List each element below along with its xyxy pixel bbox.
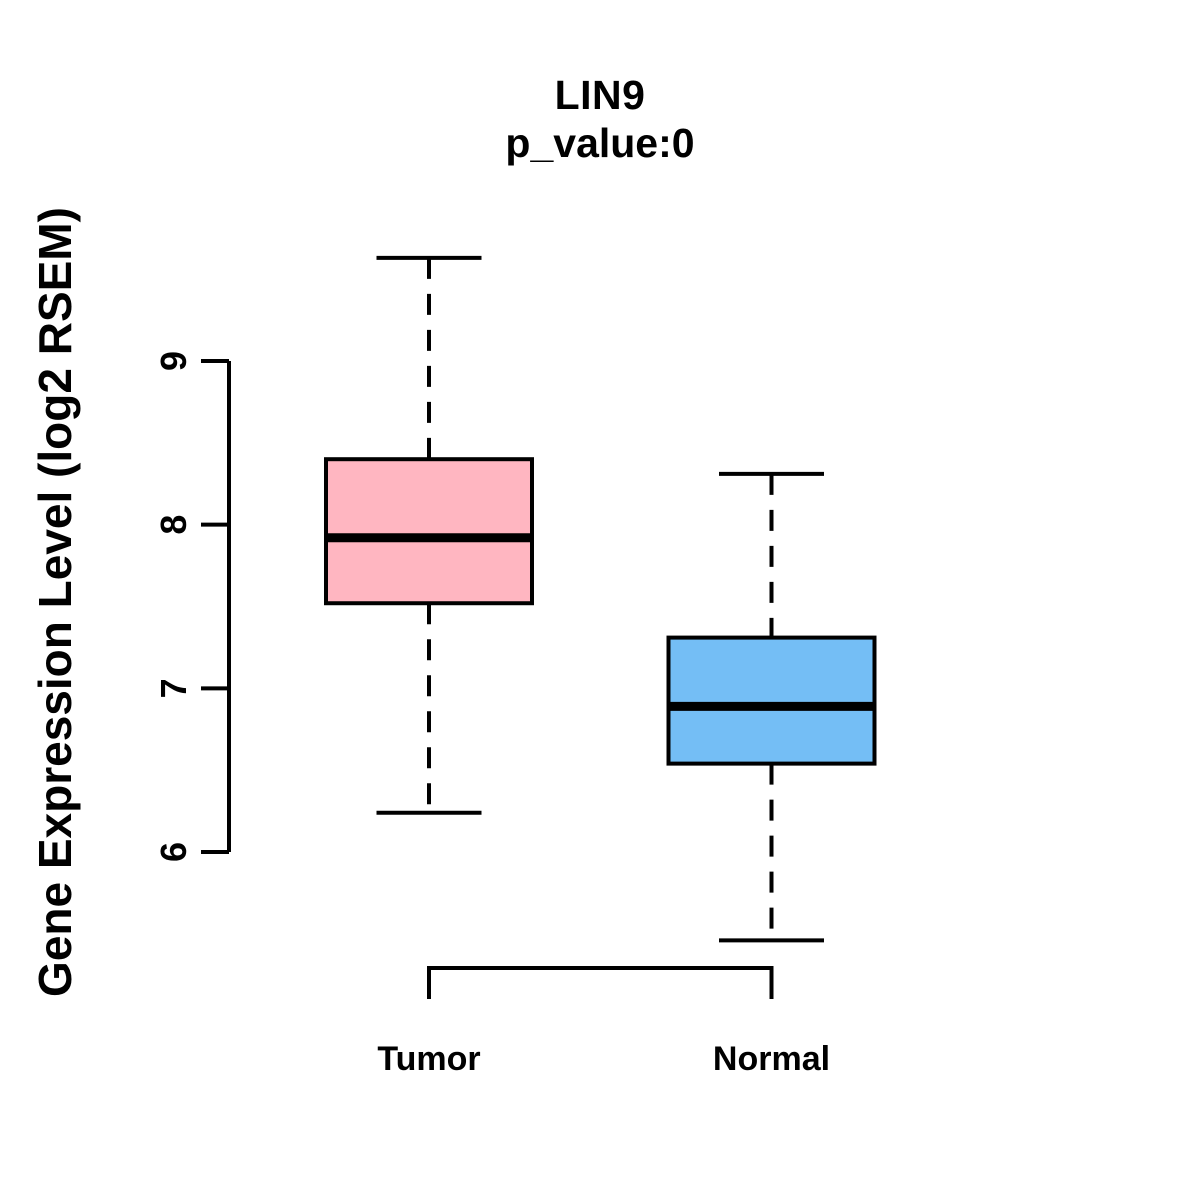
y-axis-label: Gene Expression Level (log2 RSEM) (29, 207, 81, 997)
chart-title: LIN9 (554, 72, 646, 118)
normal-iqr-box (666, 635, 877, 766)
x-category-label-tumor: Tumor (377, 1040, 480, 1078)
y-tick-label: 7 (153, 678, 194, 698)
y-tick-label: 8 (153, 515, 194, 535)
tumor-iqr-box (324, 457, 534, 606)
x-axis-bracket (427, 966, 774, 999)
x-category-label-normal: Normal (713, 1040, 830, 1078)
chart-subtitle: p_value:0 (505, 120, 695, 166)
y-axis: 6 7 8 9 (153, 351, 231, 862)
y-tick-label: 9 (153, 351, 194, 371)
box-group-normal (666, 471, 877, 943)
box-group-tumor (324, 255, 534, 815)
y-tick-label: 6 (153, 842, 194, 862)
